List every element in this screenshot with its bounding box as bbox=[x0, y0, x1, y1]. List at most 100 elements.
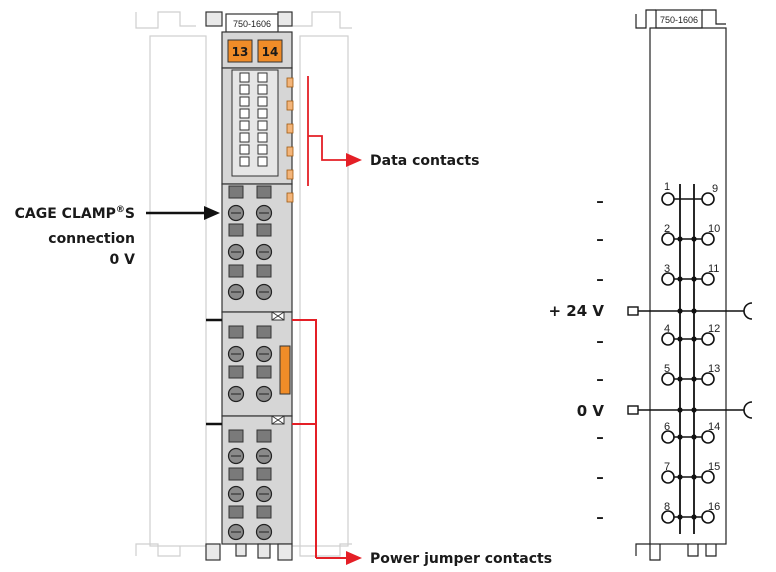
data-contact-cell bbox=[239, 108, 250, 119]
data-contact-grid bbox=[239, 72, 268, 167]
rail-plus-24v-label: + 24 V bbox=[549, 302, 605, 320]
push-button bbox=[256, 325, 272, 339]
module-part-number: 750-1606 bbox=[233, 19, 271, 29]
push-button bbox=[228, 185, 244, 199]
power-jumper-callout bbox=[292, 319, 362, 565]
pin-number-15: 15 bbox=[708, 461, 720, 473]
data-contact-cell bbox=[239, 72, 250, 83]
cage-clamp-label: CAGE CLAMP®S bbox=[15, 205, 135, 222]
data-contact-cell bbox=[239, 120, 250, 131]
terminal-point bbox=[701, 272, 715, 286]
junction-dot bbox=[677, 336, 683, 342]
push-button bbox=[256, 223, 272, 237]
terminal-point bbox=[701, 430, 715, 444]
pin-number-12: 12 bbox=[708, 323, 720, 335]
pin-number-5: 5 bbox=[664, 363, 670, 375]
data-contact-cell bbox=[257, 120, 268, 131]
rail-terminal-square bbox=[627, 306, 639, 316]
junction-dot bbox=[691, 236, 697, 242]
terminal-point bbox=[661, 430, 675, 444]
terminal-point bbox=[701, 232, 715, 246]
data-contacts-label: Data contacts bbox=[370, 153, 479, 169]
data-contact-cell bbox=[257, 144, 268, 155]
junction-dot bbox=[691, 434, 697, 440]
terminal-point bbox=[661, 232, 675, 246]
terminal-point bbox=[661, 192, 675, 206]
schematic-part-number: 750-1606 bbox=[660, 15, 698, 25]
data-contacts-callout bbox=[307, 76, 362, 186]
terminal-point bbox=[701, 192, 715, 206]
junction-dot bbox=[677, 514, 683, 520]
rail-connector-arc bbox=[743, 401, 753, 419]
cage-clamp-voltage-label: 0 V bbox=[110, 252, 136, 268]
cage-clamp-grid bbox=[227, 185, 273, 541]
pin-sign-6: – bbox=[596, 428, 604, 446]
push-button bbox=[228, 325, 244, 339]
pin-number-1: 1 bbox=[664, 181, 670, 193]
junction-dot bbox=[691, 474, 697, 480]
junction-dot bbox=[677, 376, 683, 382]
junction-dot bbox=[677, 474, 683, 480]
cage-clamp-connection-label: connection bbox=[48, 231, 135, 247]
pin-sign-2: – bbox=[596, 230, 604, 248]
data-contact-pins bbox=[286, 77, 294, 203]
junction-dot bbox=[691, 308, 697, 314]
data-contact-cell bbox=[257, 132, 268, 143]
data-contact-cell bbox=[239, 84, 250, 95]
pin-number-6: 6 bbox=[664, 421, 670, 433]
data-pin bbox=[286, 146, 294, 157]
data-pin bbox=[286, 100, 294, 111]
data-contact-cell bbox=[257, 84, 268, 95]
push-button bbox=[228, 264, 244, 278]
pin-number-10: 10 bbox=[708, 223, 720, 235]
data-contact-cell bbox=[257, 108, 268, 119]
junction-dot bbox=[677, 308, 683, 314]
push-button bbox=[256, 467, 272, 481]
terminal-point bbox=[661, 332, 675, 346]
push-button bbox=[228, 429, 244, 443]
pin-number-2: 2 bbox=[664, 223, 670, 235]
neighbor-module-outline bbox=[135, 11, 352, 557]
push-button bbox=[256, 505, 272, 519]
data-pin bbox=[286, 77, 294, 88]
terminal-point bbox=[661, 510, 675, 524]
push-button bbox=[228, 467, 244, 481]
junction-dot bbox=[691, 514, 697, 520]
junction-dot bbox=[691, 407, 697, 413]
junction-dot bbox=[677, 276, 683, 282]
pin-number-16: 16 bbox=[708, 501, 720, 513]
pin-sign-4: – bbox=[596, 332, 604, 350]
badge-13: 13 bbox=[232, 45, 249, 59]
pin-sign-3: – bbox=[596, 270, 604, 288]
push-button bbox=[256, 264, 272, 278]
terminal-point bbox=[701, 510, 715, 524]
push-button bbox=[228, 223, 244, 237]
data-contact-cell bbox=[239, 96, 250, 107]
pin-number-3: 3 bbox=[664, 263, 670, 275]
pin-number-7: 7 bbox=[664, 461, 670, 473]
terminal-point bbox=[661, 470, 675, 484]
data-contact-cell bbox=[257, 72, 268, 83]
junction-dot bbox=[677, 236, 683, 242]
schematic-outline bbox=[635, 9, 727, 561]
data-contact-cell bbox=[257, 96, 268, 107]
data-contact-cell bbox=[239, 144, 250, 155]
terminal-point bbox=[701, 332, 715, 346]
data-pin bbox=[286, 169, 294, 180]
data-pin bbox=[286, 192, 294, 203]
data-contact-cell bbox=[257, 156, 268, 167]
data-contact-cell bbox=[239, 132, 250, 143]
junction-dot bbox=[691, 336, 697, 342]
cage-clamp-arrow bbox=[146, 206, 220, 220]
pin-sign-5: – bbox=[596, 370, 604, 388]
terminal-point bbox=[661, 372, 675, 386]
pin-sign-7: – bbox=[596, 468, 604, 486]
push-button bbox=[256, 185, 272, 199]
rail-0v-label: 0 V bbox=[577, 402, 605, 420]
junction-dot bbox=[691, 276, 697, 282]
pin-sign-8: – bbox=[596, 508, 604, 526]
power-jumper-label: Power jumper contacts bbox=[370, 551, 552, 567]
junction-dot bbox=[677, 407, 683, 413]
junction-dot bbox=[677, 434, 683, 440]
data-pin bbox=[286, 123, 294, 134]
